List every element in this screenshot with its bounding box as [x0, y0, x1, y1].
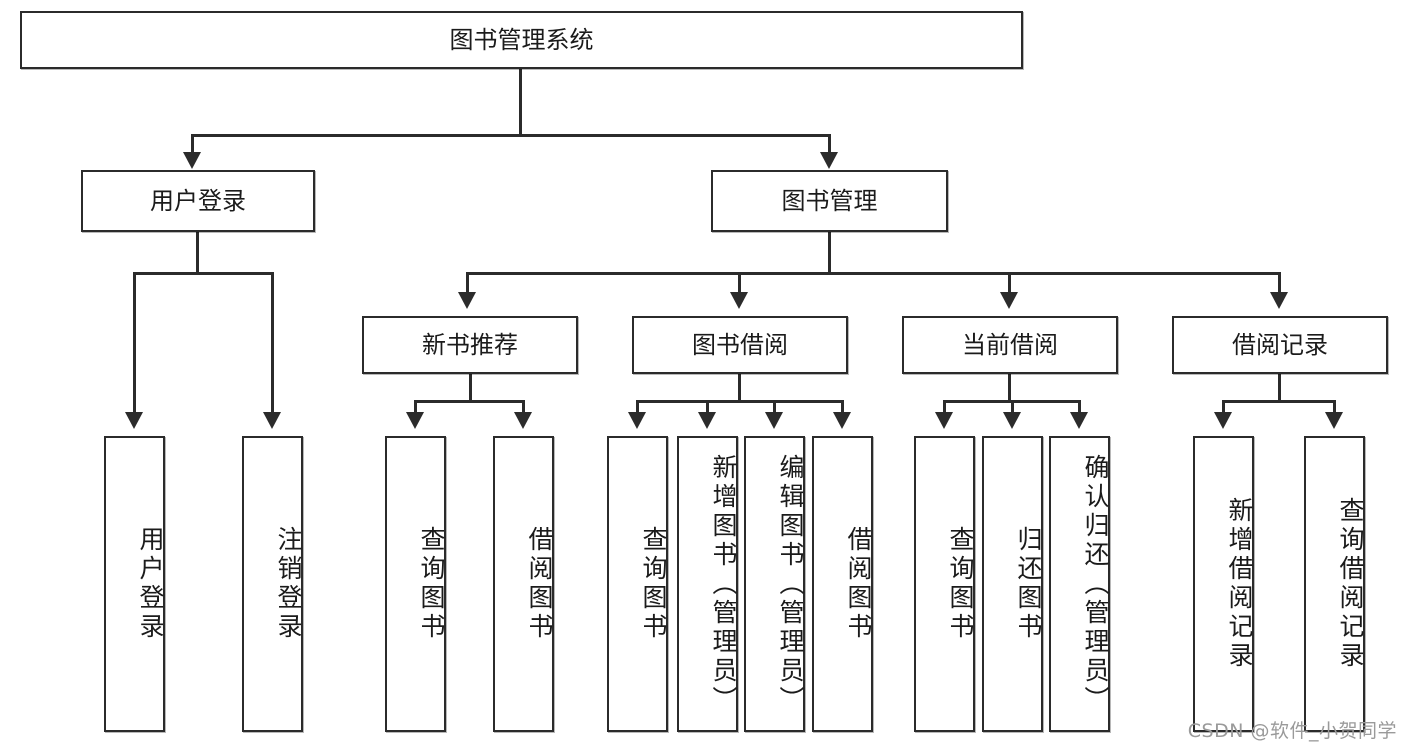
connector-user-login-bus — [133, 272, 273, 275]
node-borrow-record[interactable]: 借阅记录 — [1172, 316, 1388, 374]
arrow-borrow-record-leaf-2 — [1325, 412, 1343, 429]
node-label: 编辑图书（管理员） — [776, 453, 805, 715]
arrow-book-borrow-leaf-1 — [628, 412, 646, 429]
connector-new-book-stem — [469, 374, 472, 402]
node-label: 新增借阅记录 — [1225, 497, 1254, 671]
connector-book-mgmt-stem — [828, 232, 831, 274]
connector-borrow-record-stem — [1278, 374, 1281, 402]
node-label: 查询图书 — [417, 526, 446, 642]
node-label: 借阅图书 — [525, 526, 554, 642]
connector-root-bus — [191, 134, 831, 137]
connector-root-to-user-login — [191, 134, 194, 156]
arrow-borrow-record-leaf-1 — [1214, 412, 1232, 429]
leaf-book-borrow-borrow-book[interactable]: 借阅图书 — [812, 436, 873, 732]
connector-borrow-record-bus — [1222, 400, 1336, 403]
node-book-borrow[interactable]: 图书借阅 — [632, 316, 848, 374]
node-label: 用户登录 — [150, 187, 246, 215]
arrow-current-borrow-leaf-1 — [935, 412, 953, 429]
arrow-root-to-user-login — [183, 152, 201, 169]
node-label: 当前借阅 — [962, 331, 1058, 359]
node-label: 图书管理 — [781, 187, 878, 215]
connector-book-mgmt-drop-2 — [738, 272, 741, 296]
node-current-borrow[interactable]: 当前借阅 — [902, 316, 1118, 374]
node-book-management[interactable]: 图书管理 — [711, 170, 948, 232]
connector-book-mgmt-drop-3 — [1008, 272, 1011, 296]
arrow-book-borrow-leaf-2 — [698, 412, 716, 429]
node-label: 确认归还（管理员） — [1081, 453, 1110, 715]
connector-current-borrow-drop-2 — [1011, 400, 1014, 415]
leaf-current-borrow-confirm-return-admin[interactable]: 确认归还（管理员） — [1049, 436, 1110, 732]
connector-book-borrow-drop-3 — [773, 400, 776, 415]
leaf-borrow-record-add-record[interactable]: 新增借阅记录 — [1193, 436, 1254, 732]
node-label: 归还图书 — [1014, 526, 1043, 642]
node-new-book-recommend[interactable]: 新书推荐 — [362, 316, 578, 374]
arrow-new-book-leaf-2 — [514, 412, 532, 429]
node-label: 查询图书 — [639, 526, 668, 642]
leaf-book-borrow-query-book[interactable]: 查询图书 — [607, 436, 668, 732]
leaf-new-book-borrow-book[interactable]: 借阅图书 — [493, 436, 554, 732]
connector-new-book-drop-2 — [522, 400, 525, 415]
connector-current-borrow-drop-3 — [1078, 400, 1081, 415]
node-label: 查询借阅记录 — [1336, 497, 1365, 671]
arrow-book-mgmt-to-new-book — [458, 292, 476, 309]
arrow-user-login-leaf-2 — [263, 412, 281, 429]
connector-borrow-record-drop-1 — [1222, 400, 1225, 415]
arrow-root-to-book-mgmt — [820, 152, 838, 169]
arrow-book-mgmt-to-book-borrow — [730, 292, 748, 309]
node-label: 新书推荐 — [422, 331, 518, 359]
arrow-book-borrow-leaf-4 — [833, 412, 851, 429]
leaf-user-login-logout[interactable]: 注销登录 — [242, 436, 303, 732]
connector-new-book-bus — [414, 400, 525, 403]
node-user-login[interactable]: 用户登录 — [81, 170, 315, 232]
node-label: 查询图书 — [946, 526, 975, 642]
arrow-new-book-leaf-1 — [406, 412, 424, 429]
connector-book-borrow-drop-1 — [636, 400, 639, 415]
connector-root-to-book-mgmt — [828, 134, 831, 156]
arrow-user-login-leaf-1 — [125, 412, 143, 429]
node-root-book-management-system[interactable]: 图书管理系统 — [20, 11, 1023, 69]
node-label: 注销登录 — [274, 526, 303, 642]
leaf-user-login-login[interactable]: 用户登录 — [104, 436, 165, 732]
connector-book-mgmt-drop-4 — [1278, 272, 1281, 296]
leaf-new-book-query-book[interactable]: 查询图书 — [385, 436, 446, 732]
arrow-current-borrow-leaf-3 — [1070, 412, 1088, 429]
arrow-book-mgmt-to-current-borrow — [1000, 292, 1018, 309]
connector-user-login-stem — [196, 232, 199, 274]
node-label: 借阅记录 — [1232, 331, 1328, 359]
connector-user-login-drop-2 — [271, 272, 274, 415]
arrow-book-borrow-leaf-3 — [765, 412, 783, 429]
node-label: 借阅图书 — [844, 526, 873, 642]
connector-borrow-record-drop-2 — [1333, 400, 1336, 415]
connector-book-mgmt-drop-1 — [466, 272, 469, 296]
leaf-borrow-record-query-record[interactable]: 查询借阅记录 — [1304, 436, 1365, 732]
connector-book-borrow-drop-2 — [706, 400, 709, 415]
leaf-book-borrow-edit-book-admin[interactable]: 编辑图书（管理员） — [744, 436, 805, 732]
node-label: 用户登录 — [136, 526, 165, 642]
connector-book-borrow-drop-4 — [841, 400, 844, 415]
leaf-current-borrow-return-book[interactable]: 归还图书 — [982, 436, 1043, 732]
connector-current-borrow-drop-1 — [943, 400, 946, 415]
node-label: 图书管理系统 — [449, 26, 594, 54]
connector-new-book-drop-1 — [414, 400, 417, 415]
connector-book-borrow-bus — [636, 400, 843, 403]
leaf-current-borrow-query-book[interactable]: 查询图书 — [914, 436, 975, 732]
node-label: 图书借阅 — [692, 331, 788, 359]
arrow-book-mgmt-to-borrow-record — [1270, 292, 1288, 309]
connector-book-borrow-stem — [738, 374, 741, 402]
connector-current-borrow-stem — [1008, 374, 1011, 402]
leaf-book-borrow-add-book-admin[interactable]: 新增图书（管理员） — [677, 436, 738, 732]
connector-user-login-drop-1 — [133, 272, 136, 415]
connector-book-mgmt-bus — [466, 272, 1281, 275]
node-label: 新增图书（管理员） — [709, 453, 738, 715]
arrow-current-borrow-leaf-2 — [1003, 412, 1021, 429]
connector-root-stem — [519, 68, 522, 136]
